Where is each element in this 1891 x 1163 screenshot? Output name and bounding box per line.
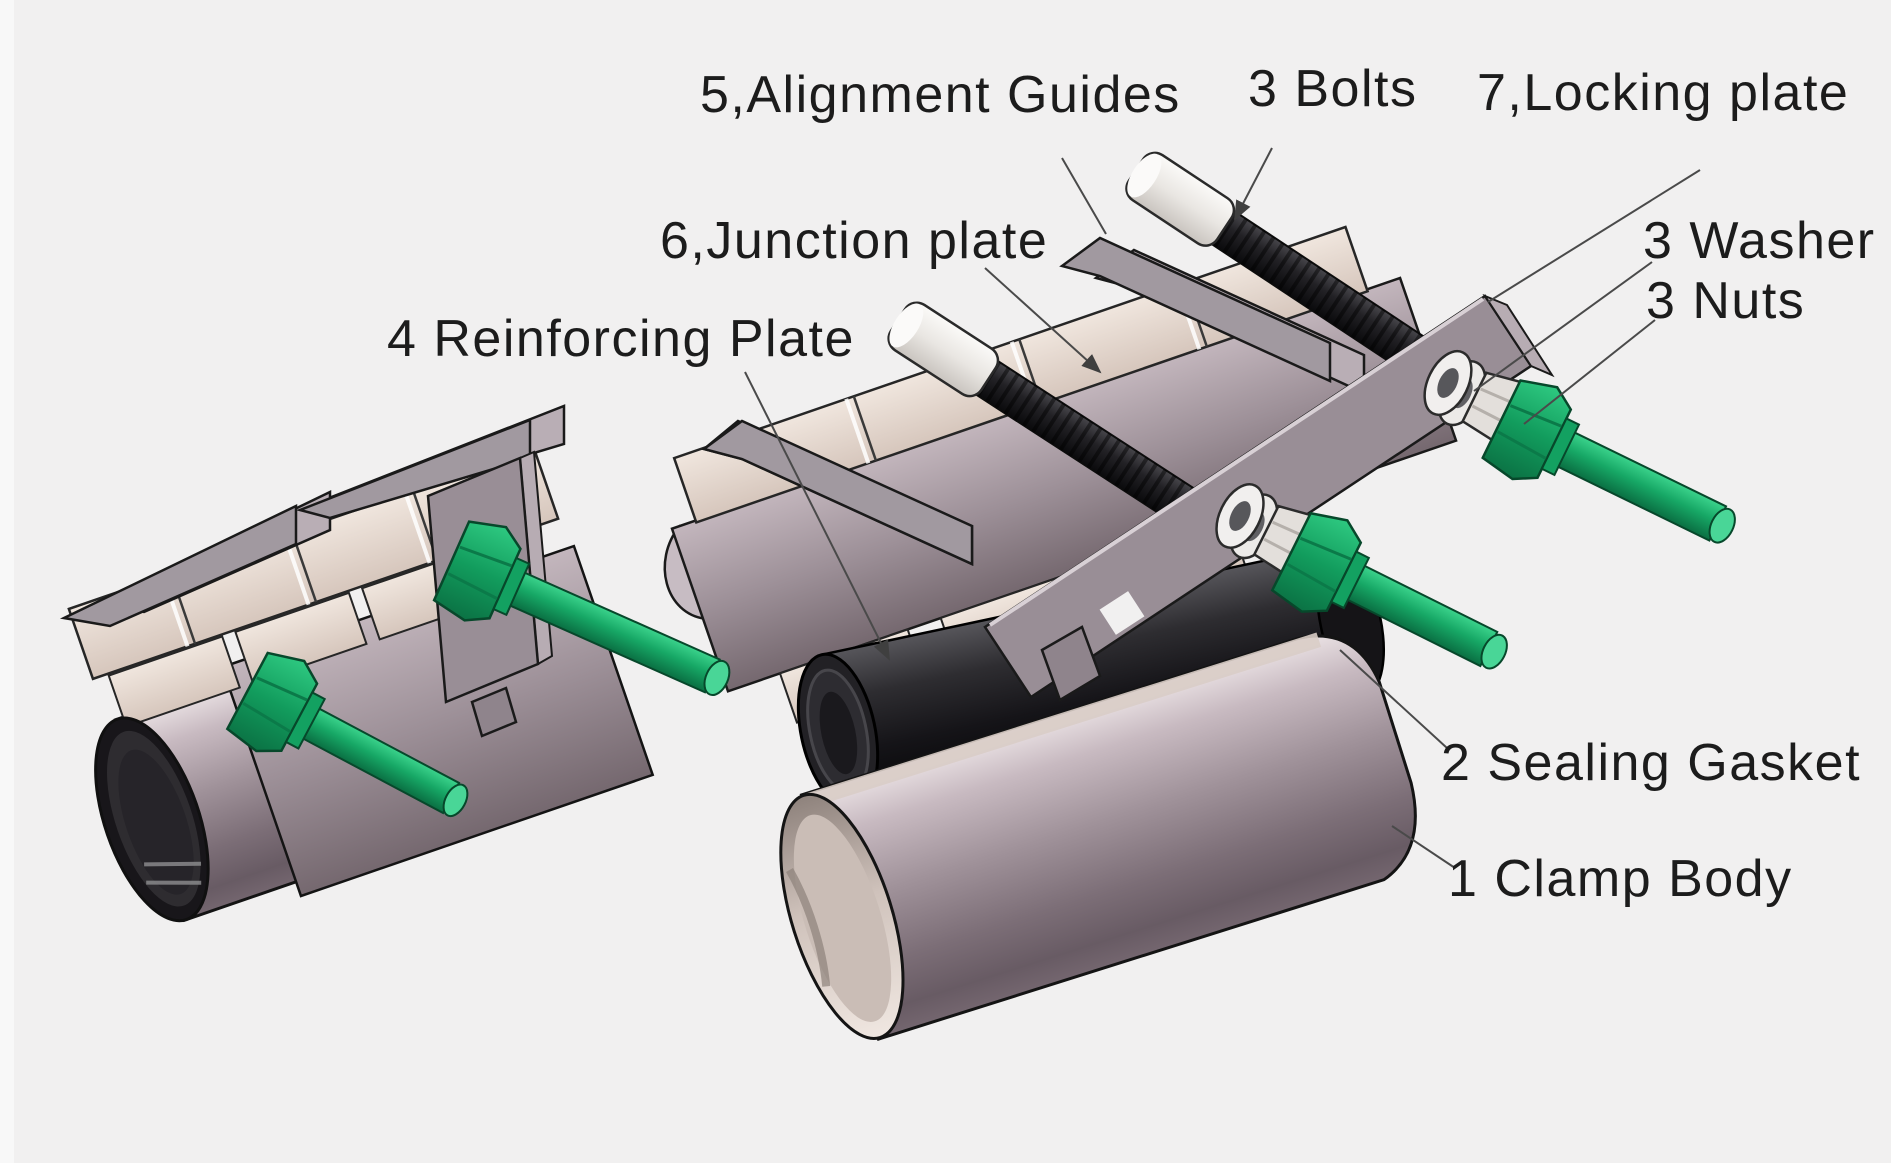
label-clamp-body: 1 Clamp Body: [1448, 850, 1793, 908]
pipe-open-end: [94, 716, 210, 923]
leader-sealing-gasket: [1339, 649, 1448, 749]
locking-plate-edge-highlight: [988, 297, 1485, 627]
green-bolt: [1268, 502, 1508, 670]
leader-nuts: [1523, 319, 1656, 425]
fastener-set: [1204, 475, 1508, 670]
locking-plate-notch: [1099, 591, 1145, 635]
alignment-guide-fin: [1059, 236, 1332, 383]
leader-washers: [1473, 261, 1653, 392]
leader-reinforcing-plate: [744, 371, 890, 661]
label-sealing-gasket: 2 Sealing Gasket: [1441, 734, 1862, 792]
bolt: [887, 301, 1238, 551]
alignment-guide-fin: [701, 419, 974, 566]
label-reinforcing-plate: 4 Reinforcing Plate: [387, 310, 855, 368]
alignment-guides-exploded: [701, 236, 1366, 566]
clamp-body-open-end: [779, 792, 905, 1040]
leader-lines: [744, 147, 1701, 869]
clamp-body-inner-edge: [801, 632, 1322, 810]
end-plate-tab: [470, 686, 518, 738]
label-nuts: 3 Nuts: [1646, 272, 1806, 330]
label-washers: 3 Washer: [1643, 212, 1876, 270]
label-locking-plate: 7,Locking plate: [1477, 64, 1850, 122]
label-bolts: 3 Bolts: [1248, 60, 1418, 118]
locking-plate-tab: [1040, 625, 1102, 702]
leader-alignment-guides: [1061, 157, 1107, 235]
green-bolt: [223, 642, 469, 818]
locking-plate-side: [1482, 293, 1555, 378]
leader-junction-plate: [984, 267, 1102, 374]
alignment-guides-assembled: [59, 404, 566, 628]
leader-clamp-body: [1391, 825, 1456, 869]
label-alignment-guides: 5,Alignment Guides: [700, 66, 1181, 124]
leader-locking-plate: [1487, 169, 1701, 303]
green-bolt: [430, 510, 731, 696]
leader-bolts: [1234, 147, 1273, 221]
alignment-guide-fin: [59, 504, 298, 628]
page-edge: [0, 0, 14, 1163]
label-junction-plate: 6,Junction plate: [660, 212, 1049, 270]
fastener-set: [1412, 342, 1736, 544]
gasket-open-end: [796, 652, 880, 810]
clamp-body: [779, 632, 1417, 1041]
green-bolt: [1478, 370, 1736, 544]
